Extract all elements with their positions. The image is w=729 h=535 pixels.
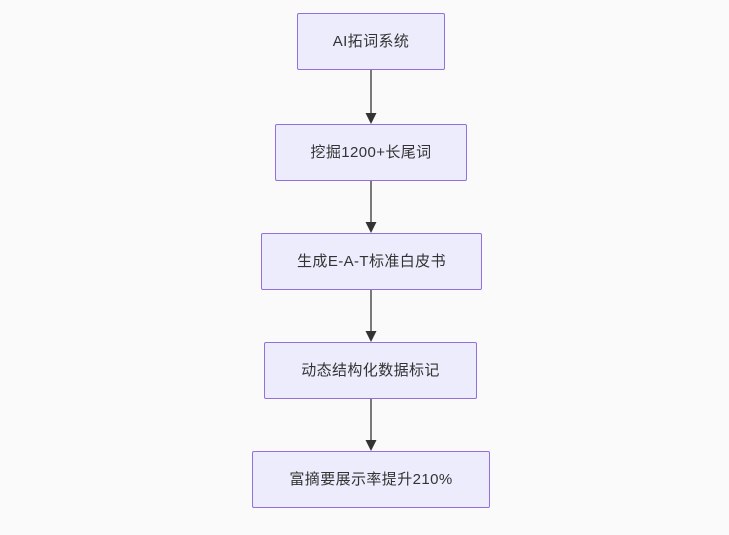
edge-n4-n5 <box>365 397 377 451</box>
flowchart-node-generate-eat-whitepaper[interactable]: 生成E-A-T标准白皮书 <box>261 233 482 290</box>
flowchart-node-label: 富摘要展示率提升210% <box>289 471 453 488</box>
flowchart-node-label: AI拓词系统 <box>332 33 410 50</box>
edge-n3-n4 <box>365 288 377 342</box>
flowchart-node-dynamic-structured-data-markup[interactable]: 动态结构化数据标记 <box>264 342 477 399</box>
flowchart-node-rich-snippet-rate-increase[interactable]: 富摘要展示率提升210% <box>252 451 490 508</box>
flowchart-node-label: 生成E-A-T标准白皮书 <box>297 253 446 270</box>
flowchart-node-label: 挖掘1200+长尾词 <box>310 144 432 161</box>
flowchart-node-ai-keyword-system[interactable]: AI拓词系统 <box>297 13 445 70</box>
edge-n1-n2 <box>365 68 377 124</box>
edge-n2-n3 <box>365 179 377 233</box>
flowchart-node-label: 动态结构化数据标记 <box>301 362 440 379</box>
flowchart-node-mine-longtail-keywords[interactable]: 挖掘1200+长尾词 <box>275 124 467 181</box>
